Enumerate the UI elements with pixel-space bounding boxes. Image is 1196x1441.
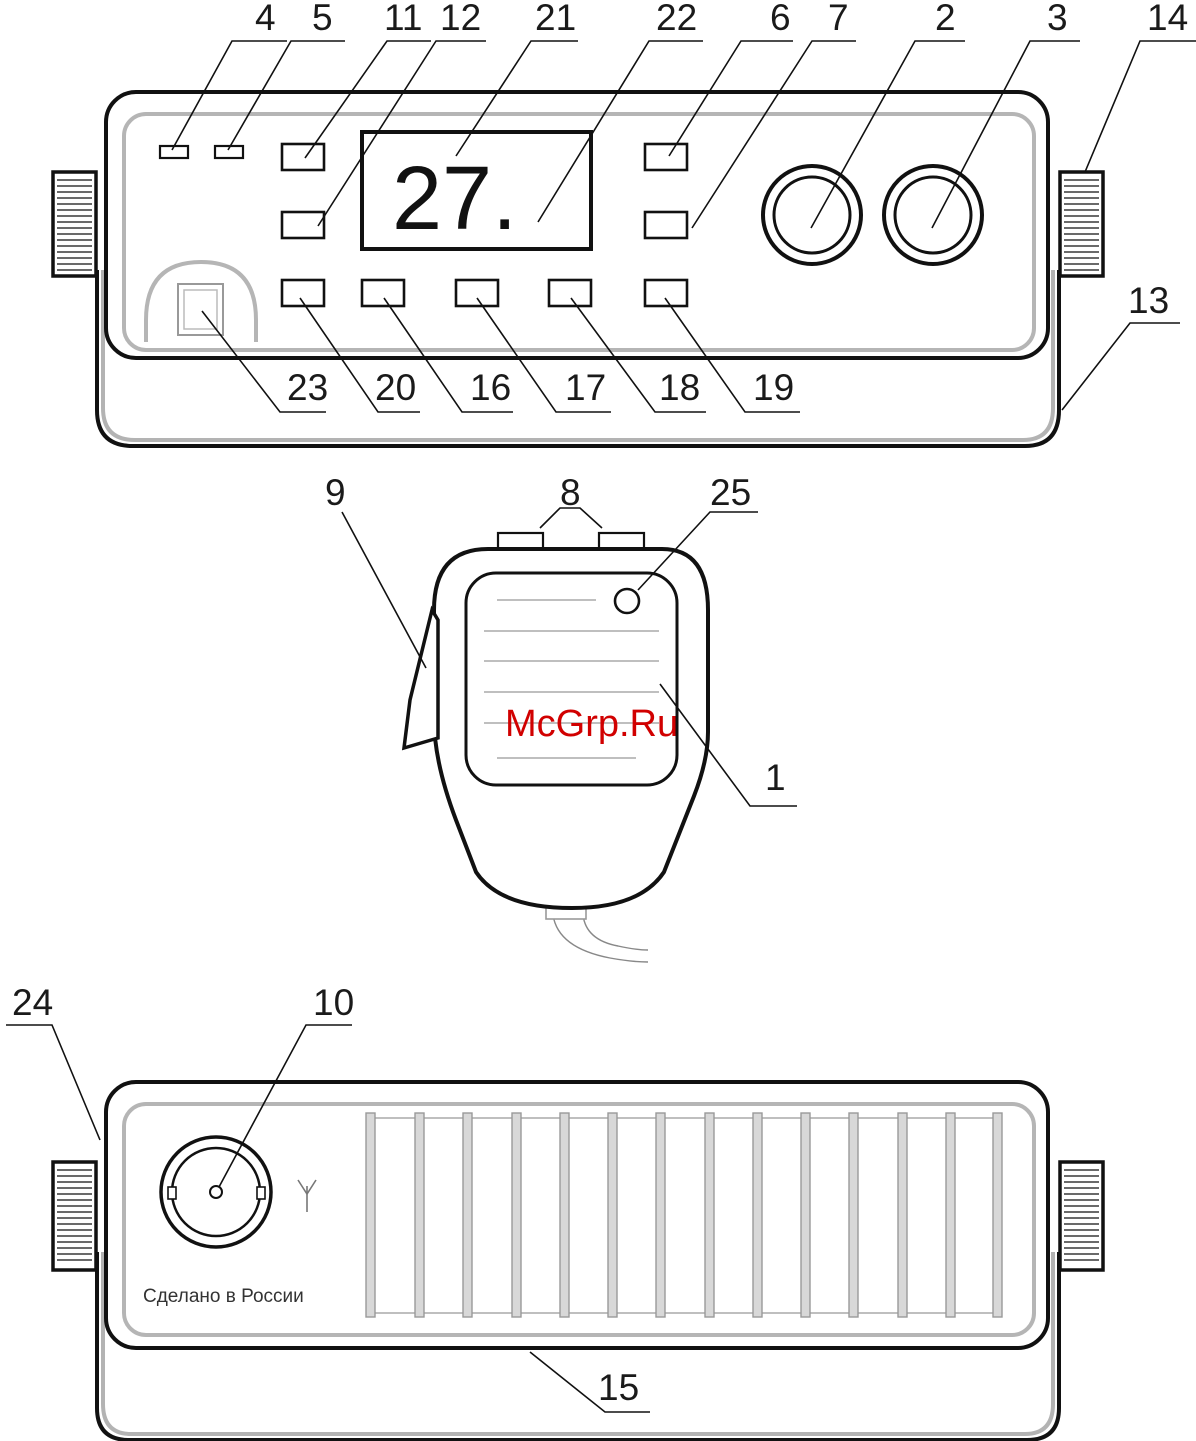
mic-top-button-left[interactable] [498, 533, 543, 549]
button-17[interactable] [456, 280, 498, 306]
callout-number: 7 [828, 0, 849, 38]
callout-number: 6 [770, 0, 791, 38]
callout-number: 17 [565, 367, 606, 408]
rear-left-mount-knob[interactable] [53, 1162, 96, 1270]
callout-number: 2 [935, 0, 956, 38]
button-11[interactable] [282, 144, 324, 170]
callout-number: 4 [255, 0, 276, 38]
button-19[interactable] [645, 280, 687, 306]
front-panel: 27. [53, 0, 1196, 446]
rotary-knob-3[interactable] [884, 166, 982, 264]
made-in-russia-caption: Сделано в России [143, 1286, 304, 1307]
callout-number: 24 [12, 982, 53, 1023]
callout-number: 22 [656, 0, 697, 38]
rear-right-mount-knob[interactable] [1060, 1162, 1103, 1270]
mic-cable [553, 915, 648, 962]
channel-display-text: 27. [392, 149, 517, 249]
callout-number: 25 [710, 472, 751, 513]
mic-indicator-25 [615, 589, 639, 613]
callout-number: 20 [375, 367, 416, 408]
callout-number: 19 [753, 367, 794, 408]
button-7[interactable] [645, 212, 687, 238]
button-6[interactable] [645, 144, 687, 170]
callout-number: 3 [1047, 0, 1068, 38]
callout-number: 18 [659, 367, 700, 408]
callout-number: 5 [312, 0, 333, 38]
antenna-connector[interactable] [161, 1137, 271, 1247]
callout-number: 14 [1147, 0, 1188, 38]
callout-number: 15 [598, 1367, 639, 1408]
callout-number: 1 [765, 757, 786, 798]
callout-number: 11 [384, 0, 422, 38]
callout-number: 21 [535, 0, 576, 38]
rear-panel: Сделано в России 24 10 [6, 982, 1103, 1440]
button-16[interactable] [362, 280, 404, 306]
right-mount-knob[interactable] [1060, 172, 1103, 276]
callout-number: 16 [470, 367, 511, 408]
microphone: 8 9 25 1 McGrp.Ru [325, 472, 797, 962]
callout-number: 23 [287, 367, 328, 408]
button-18[interactable] [549, 280, 591, 306]
callout-number: 12 [440, 0, 481, 38]
mic-grille [466, 573, 677, 785]
mic-top-button-right[interactable] [599, 533, 644, 549]
callout-number: 10 [313, 982, 354, 1023]
left-mount-knob[interactable] [53, 172, 96, 276]
rotary-knob-2[interactable] [763, 166, 861, 264]
watermark: McGrp.Ru [505, 703, 678, 745]
callout-number: 9 [325, 472, 346, 513]
mic-ptt-button[interactable] [404, 610, 438, 748]
callout-number: 8 [560, 472, 581, 513]
callout-number: 13 [1128, 280, 1169, 321]
